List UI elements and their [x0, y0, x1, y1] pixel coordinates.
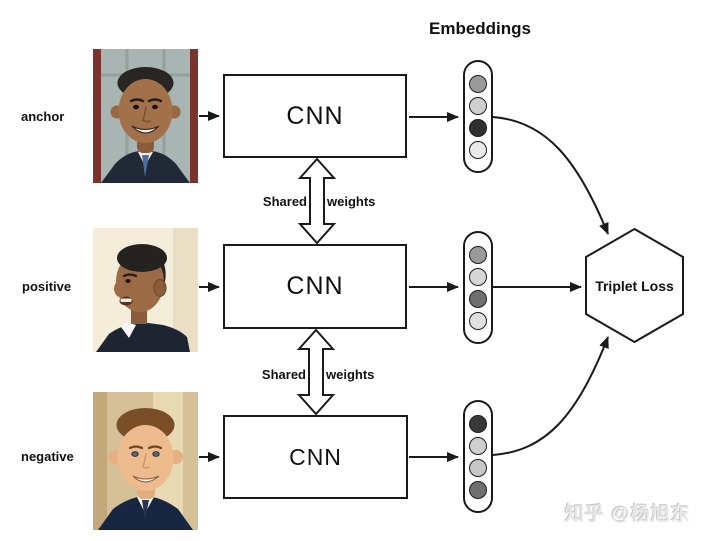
positive-label: positive	[22, 279, 72, 294]
embedding-vector-anchor	[463, 60, 493, 173]
embedding-dot	[469, 118, 487, 137]
embedding-dot	[469, 245, 487, 264]
shared-label-1: Shared	[262, 194, 307, 209]
negative-label: negative	[21, 449, 74, 464]
embedding-dot	[469, 74, 487, 93]
obama-front-portrait-illustration	[93, 49, 198, 183]
cnn-box-anchor: CNN	[223, 74, 407, 158]
cnn-box-negative: CNN	[223, 415, 408, 499]
embedding-dot	[469, 96, 487, 115]
arrow-embedding1-to-loss	[492, 116, 609, 235]
anchor-label: anchor	[21, 109, 65, 124]
positive-photo	[93, 228, 198, 352]
obama-profile-portrait-illustration	[93, 228, 198, 352]
embedding-dot	[469, 140, 487, 159]
weights-label-1: weights	[327, 194, 376, 209]
shared-label-2: Shared	[261, 367, 306, 382]
embedding-dot	[469, 458, 487, 477]
arrow-embedding3-to-loss	[492, 336, 609, 456]
anchor-photo	[93, 49, 198, 183]
cnn-box-negative-label: CNN	[289, 443, 342, 470]
shared-weights-arrow-1	[297, 157, 337, 245]
zhihu-watermark: 知乎 @杨旭东	[565, 504, 691, 525]
embedding-vector-negative	[463, 400, 493, 513]
embeddings-title: Embeddings	[428, 19, 531, 38]
negative-photo	[93, 392, 198, 530]
cnn-box-positive-label: CNN	[286, 272, 344, 300]
shared-weights-arrow-2	[296, 328, 336, 416]
cnn-box-anchor-label: CNN	[286, 101, 344, 130]
macron-portrait-illustration	[93, 392, 198, 530]
triplet-loss-label: Triplet Loss	[595, 278, 674, 294]
weights-label-2: weights	[326, 367, 375, 382]
embedding-vector-positive	[463, 231, 493, 344]
embedding-dot	[469, 267, 487, 286]
embedding-dot	[469, 436, 487, 455]
embedding-dot	[469, 480, 487, 499]
embedding-dot	[469, 289, 487, 308]
triplet-loss-hexagon	[585, 227, 684, 344]
embedding-dot	[469, 311, 487, 330]
embedding-dot	[469, 414, 487, 433]
cnn-box-positive: CNN	[223, 244, 407, 329]
